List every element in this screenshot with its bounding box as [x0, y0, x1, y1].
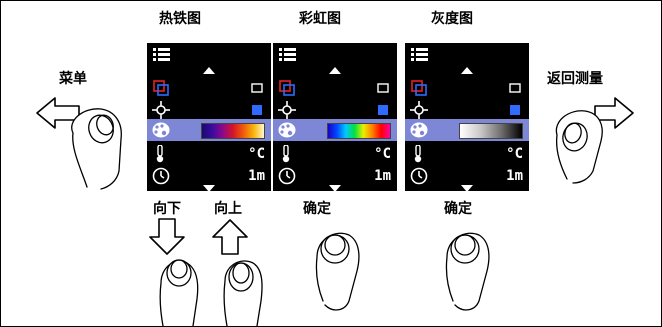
crosshair-icon	[278, 101, 296, 119]
palette-screen-grayscale: °C 1m	[405, 43, 529, 191]
crosshair-row	[147, 99, 271, 121]
interval-row: 1m	[273, 165, 397, 187]
scroll-up-arrow-icon	[329, 67, 341, 74]
ironbow-title: 热铁图	[159, 11, 201, 27]
crosshair-icon	[410, 101, 428, 119]
crosshair-icon	[152, 101, 170, 119]
list-menu-icon[interactable]	[279, 47, 297, 61]
thermometer-icon	[282, 145, 290, 163]
palette-screen-rainbow: °C 1m	[273, 43, 397, 191]
palette-row[interactable]	[273, 119, 397, 141]
scroll-down-arrow-icon	[203, 185, 215, 191]
crosshair-row	[405, 99, 529, 121]
scroll-down-arrow-icon	[329, 185, 341, 191]
palette-preview-rainbow	[327, 123, 391, 139]
palette-preview-ironbow	[201, 123, 265, 139]
list-menu-icon[interactable]	[411, 47, 429, 61]
overlay-row	[405, 77, 529, 99]
temperature-unit-value: °C	[506, 146, 523, 162]
palette-icon	[278, 122, 296, 138]
grayscale-title: 灰度图	[431, 11, 473, 27]
finger-confirm-rainbow-icon	[315, 232, 360, 311]
clock-icon	[152, 167, 170, 185]
clock-icon	[410, 167, 428, 185]
menu-row	[147, 43, 271, 65]
option-box-icon	[377, 83, 389, 93]
crosshair-row	[273, 99, 397, 121]
menu-row	[273, 43, 397, 65]
palette-preview-grayscale	[459, 123, 523, 139]
picture-in-picture-icon	[279, 80, 295, 96]
down-label: 向下	[153, 201, 181, 217]
scroll-up-arrow-icon	[203, 67, 215, 74]
overlay-row	[273, 77, 397, 99]
finger-right-icon	[555, 110, 603, 184]
palette-row[interactable]	[405, 119, 529, 141]
confirm-label-grayscale: 确定	[444, 201, 472, 217]
picture-in-picture-icon	[153, 80, 169, 96]
unit-row: °C	[405, 143, 529, 165]
interval-value: 1m	[374, 168, 391, 184]
menu-row	[405, 43, 529, 65]
finger-down-icon	[159, 259, 199, 326]
blue-square-icon	[510, 105, 520, 115]
option-box-icon	[251, 83, 263, 93]
up-arrow-icon	[212, 219, 248, 255]
return-measure-label: 返回测量	[547, 71, 603, 87]
blue-square-icon	[252, 105, 262, 115]
up-label: 向上	[214, 201, 242, 217]
overlay-row	[147, 77, 271, 99]
temperature-unit-value: °C	[248, 146, 265, 162]
palette-icon	[152, 122, 170, 138]
menu-label: 菜单	[59, 71, 87, 87]
rainbow-title: 彩虹图	[299, 11, 341, 27]
unit-row: °C	[273, 143, 397, 165]
right-arrow-icon	[594, 97, 634, 129]
thermometer-icon	[414, 145, 422, 163]
list-menu-icon[interactable]	[153, 47, 171, 61]
picture-in-picture-icon	[411, 80, 427, 96]
down-arrow-icon	[149, 218, 185, 255]
scroll-up-arrow-icon	[461, 67, 473, 74]
interval-row: 1m	[147, 165, 271, 187]
palette-row[interactable]	[147, 119, 271, 141]
confirm-label-rainbow: 确定	[303, 201, 331, 217]
palette-icon	[410, 122, 428, 138]
finger-up-icon	[223, 260, 263, 326]
temperature-unit-value: °C	[374, 146, 391, 162]
unit-row: °C	[147, 143, 271, 165]
left-arrow-icon	[36, 97, 80, 129]
interval-value: 1m	[506, 168, 523, 184]
palette-screen-ironbow: °C 1m	[147, 43, 271, 191]
finger-left-icon	[71, 108, 122, 190]
scroll-down-arrow-icon	[461, 185, 473, 191]
blue-square-icon	[378, 105, 388, 115]
option-box-icon	[509, 83, 521, 93]
interval-value: 1m	[248, 168, 265, 184]
interval-row: 1m	[405, 165, 529, 187]
clock-icon	[278, 167, 296, 185]
finger-confirm-grayscale-icon	[445, 232, 490, 311]
thermometer-icon	[156, 145, 164, 163]
